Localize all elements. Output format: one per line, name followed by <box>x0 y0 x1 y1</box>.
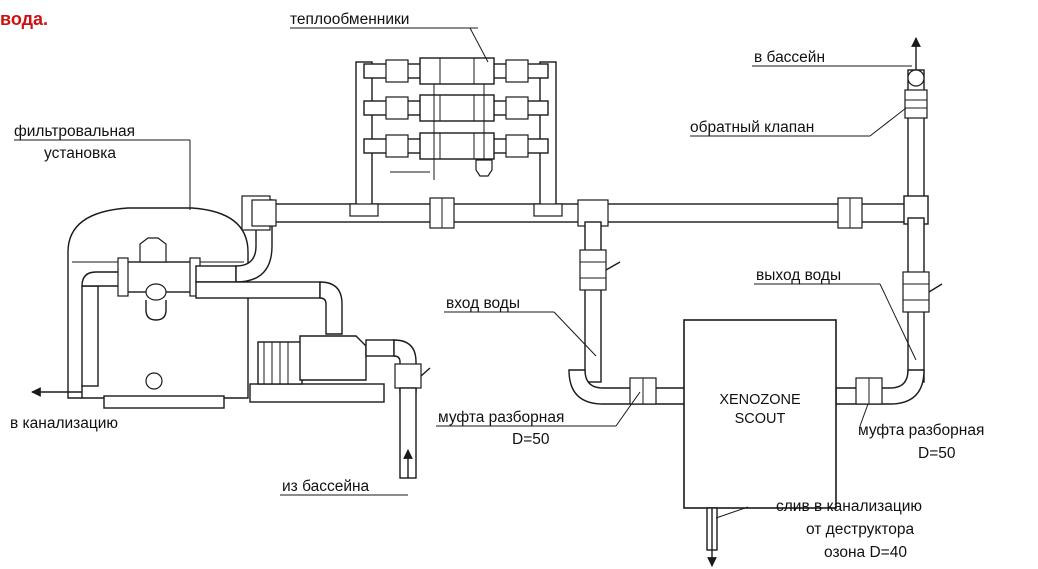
heat-exchanger-row-2 <box>363 94 549 122</box>
heat-exchanger-row-3 <box>363 132 549 160</box>
sewer-outlet <box>31 385 83 398</box>
label-drain-line3: озона D=40 <box>824 544 907 561</box>
label-to-pool: в бассейн <box>754 49 825 66</box>
filter-tank <box>67 195 277 409</box>
label-coupling-right-line1: муфта разборная <box>858 422 984 439</box>
leader-lines <box>14 27 917 519</box>
pump-assembly <box>195 281 431 479</box>
unit-name-line1: XENOZONE <box>719 392 801 408</box>
label-water-in: вход воды <box>446 295 520 312</box>
label-check-valve: обратный клапан <box>690 119 814 136</box>
label-from-pool: из бассейна <box>282 478 370 495</box>
label-coupling-right-line2: D=50 <box>918 445 956 462</box>
label-filter-line2: установка <box>44 145 116 162</box>
main-pipe-coupling-left <box>429 197 455 229</box>
unit-name-line2: SCOUT <box>735 411 786 427</box>
header-fragment: вода. <box>0 9 48 29</box>
main-pipe-coupling-right <box>837 197 863 229</box>
label-coupling-left-line2: D=50 <box>512 431 550 448</box>
label-drain-line1: слив в канализацию <box>776 498 922 515</box>
label-to-sewer: в канализацию <box>10 415 118 432</box>
label-coupling-left-line1: муфта разборная <box>438 409 564 426</box>
heat-exchanger-row-1 <box>363 57 549 85</box>
label-filter-line1: фильтровальная <box>14 123 135 140</box>
label-water-out: выход воды <box>756 267 841 284</box>
label-drain-line2: от деструктора <box>806 521 915 538</box>
label-heat-exchangers: теплообменники <box>290 11 409 28</box>
heat-exchangers <box>349 57 563 217</box>
xenozone-unit: XENOZONE SCOUT <box>683 319 837 567</box>
